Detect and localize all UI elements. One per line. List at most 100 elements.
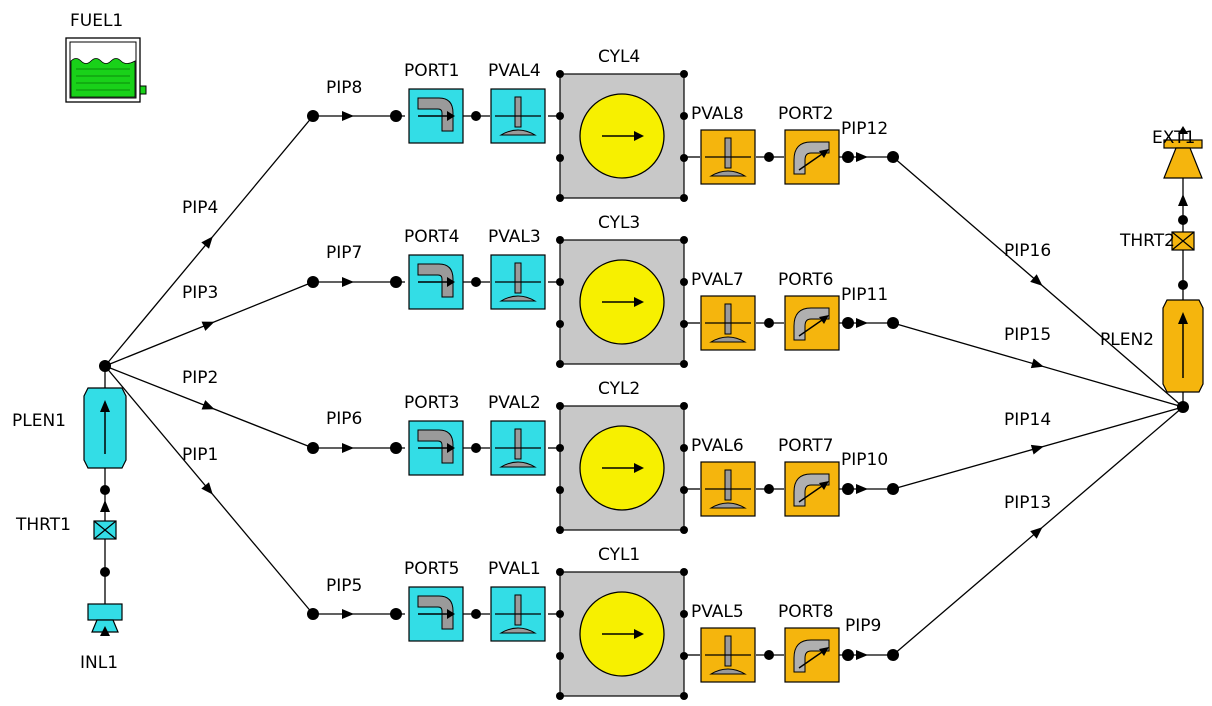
valve-head: [499, 295, 537, 302]
pip3-label: PIP3: [182, 283, 218, 303]
arrowhead: [856, 650, 868, 660]
port-pipe-bend: [793, 639, 830, 673]
cylinder-connector-node: [680, 360, 688, 368]
cylinder-connector-node: [680, 610, 688, 618]
port6-label: PORT6: [778, 270, 833, 290]
runner-node: [390, 442, 402, 454]
cylinder-connector-node: [556, 194, 564, 202]
arrowhead: [1030, 444, 1044, 455]
valve-stem: [514, 428, 522, 460]
intake-branch-arrow: [201, 236, 213, 249]
exhaust-runner-node: [887, 317, 899, 329]
exhaust-port: [784, 295, 840, 351]
thrt1-label: THRT1: [15, 515, 71, 535]
port3-label: PORT3: [404, 393, 459, 413]
inlet-arrow: [100, 626, 110, 636]
exhaust-runner-node: [842, 151, 854, 163]
intake-runner-arrow: [342, 111, 354, 121]
intake-valve: [490, 254, 546, 310]
pip10-label: PIP10: [841, 450, 888, 470]
cylinder: [556, 402, 688, 534]
cylinder-connector-node: [556, 70, 564, 78]
valve-stem: [724, 137, 732, 169]
arrowhead: [100, 500, 110, 512]
intake-valve: [490, 88, 546, 144]
exhaust-valve: [700, 129, 756, 185]
intake-port: [408, 254, 464, 310]
thrt2-label: THRT2: [1119, 231, 1175, 251]
pval3-label: PVAL3: [488, 227, 541, 247]
valve-head: [709, 668, 747, 675]
exit-body: [1163, 147, 1203, 179]
valve-head: [499, 627, 537, 634]
plen1-junction-node: [99, 360, 111, 372]
cylinder-connector-node: [680, 320, 688, 328]
plen2-junction-node: [1177, 401, 1189, 413]
port-pipe-bend: [417, 97, 454, 132]
intake-port: [408, 586, 464, 642]
pval5-label: PVAL5: [691, 602, 744, 622]
runner-node: [390, 110, 402, 122]
port-valve-node: [471, 277, 481, 287]
arrowhead: [1030, 527, 1043, 539]
port-pipe-bend: [793, 307, 830, 341]
cylinder-connector-node: [556, 320, 564, 328]
port-valve-node: [471, 111, 481, 121]
port-pipe-bend: [417, 595, 454, 630]
cylinder-connector-node: [680, 112, 688, 120]
pip12-label: PIP12: [841, 119, 888, 139]
port-flow-arrow: [447, 111, 455, 121]
cyl1-label: CYL1: [598, 545, 640, 565]
pval7-label: PVAL7: [691, 270, 744, 290]
cylinder: [556, 568, 688, 700]
cylinder-connector-node: [680, 526, 688, 534]
pip2-label: PIP2: [182, 368, 218, 388]
cylinder-connector-node: [680, 652, 688, 660]
port-flow-line: [798, 151, 826, 171]
cylinder-arrow-head: [634, 131, 644, 141]
intake-valve: [490, 586, 546, 642]
inlet-chain-arrow: [100, 500, 110, 512]
port5-label: PORT5: [404, 559, 459, 579]
runner-node: [307, 110, 319, 122]
pval8-label: PVAL8: [691, 104, 744, 124]
port-flow-line: [798, 649, 826, 669]
cylinder-connector-node: [680, 402, 688, 410]
ext1-label: EXT1: [1152, 128, 1195, 148]
cyl4-label: CYL4: [598, 47, 640, 67]
exhaust-valve: [700, 461, 756, 517]
thrt1-throttle: [93, 520, 117, 540]
port-valve-node: [471, 443, 481, 453]
fuel-level: [70, 58, 136, 98]
valve-head: [709, 502, 747, 509]
valve-stem: [514, 96, 522, 128]
cylinder-connector-node: [556, 692, 564, 700]
pval1-label: PVAL1: [488, 559, 541, 579]
plen2-label: PLEN2: [1100, 330, 1154, 350]
exhaust-chain-arrow: [1178, 194, 1188, 206]
intake-runner-arrow: [342, 443, 354, 453]
cylinder-connector-node: [556, 568, 564, 576]
cylinder-connector-node: [556, 112, 564, 120]
cylinder-connector-node: [680, 444, 688, 452]
port-flow-arrow: [819, 481, 829, 490]
port8-label: PORT8: [778, 602, 833, 622]
arrowhead: [342, 443, 354, 453]
exhaust-branch-arrow: [1030, 444, 1044, 455]
pval4-label: PVAL4: [488, 61, 541, 81]
cylinder-connector-node: [680, 154, 688, 162]
arrowhead: [342, 277, 354, 287]
valve-stem: [514, 262, 522, 294]
cylinder-connector-node: [680, 692, 688, 700]
valve-head: [709, 170, 747, 177]
pip11-label: PIP11: [841, 285, 888, 305]
cylinder: [556, 70, 688, 202]
inlet-chain-node: [100, 567, 110, 577]
arrowhead: [201, 236, 213, 249]
pip15-label: PIP15: [1004, 325, 1051, 345]
intake-branch-arrow: [201, 400, 215, 410]
cylinder-arrow-head: [634, 629, 644, 639]
exhaust-branch-arrow: [1030, 358, 1044, 369]
